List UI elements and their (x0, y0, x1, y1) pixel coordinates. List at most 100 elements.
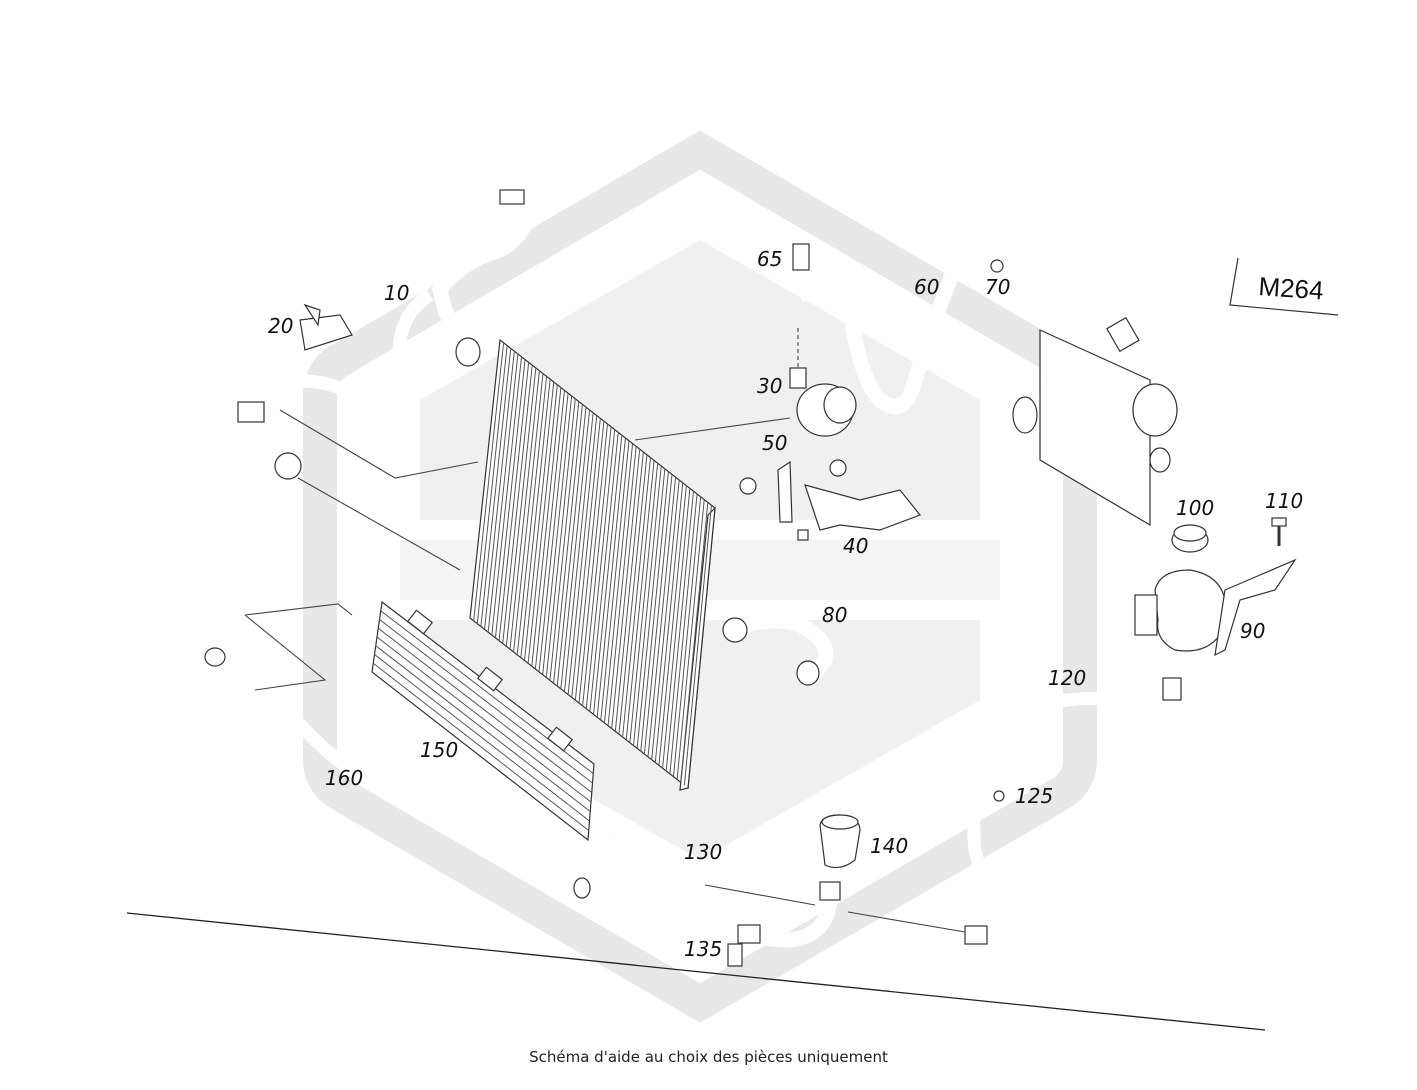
pump-140 (819, 814, 861, 869)
radiator-fin (473, 342, 505, 621)
radiator-fin (491, 356, 522, 636)
bracket-40 (797, 484, 921, 541)
expansion-tank-90 (1134, 558, 1297, 657)
sensor-65 (792, 243, 810, 271)
part-label-160: 160 (325, 766, 363, 790)
charge-air-cooler (1012, 329, 1178, 527)
radiator-fin (538, 393, 569, 672)
radiator-fin (629, 463, 659, 743)
part-label-70: 70 (985, 275, 1010, 299)
radiator-fin (498, 362, 530, 641)
radiator-fin (662, 488, 691, 769)
part-label-20: 20 (268, 314, 293, 338)
radiator-fin (676, 499, 705, 780)
radiator-fin (647, 477, 677, 757)
radiator-fin (502, 365, 533, 644)
hose-120 (964, 677, 1182, 945)
radiator-fin (516, 376, 548, 655)
part-label-80: 80 (822, 603, 847, 627)
screw-70 (990, 259, 1004, 273)
radiator-fin (680, 502, 709, 783)
radiator-fin (571, 418, 601, 698)
radiator-fin (651, 479, 680, 760)
part-label-110: 110 (1265, 489, 1303, 513)
radiator-fin (672, 496, 702, 777)
radiator-fin (665, 491, 694, 772)
part-label-30: 30 (757, 374, 782, 398)
part-label-135: 135 (684, 937, 722, 961)
radiator-fin (556, 407, 587, 687)
radiator-fin (600, 440, 630, 721)
radiator-fin (520, 379, 551, 658)
radiator-fin (582, 426, 612, 706)
main-radiator (469, 338, 716, 791)
radiator-fin (683, 505, 712, 786)
radiator-fin (658, 485, 687, 766)
radiator-fin (603, 443, 634, 723)
radiator-fin (618, 454, 648, 735)
radiator-fin (377, 627, 593, 793)
radiator-fin (542, 395, 573, 675)
radiator-fin (574, 421, 605, 701)
part-label-10: 10 (384, 281, 409, 305)
radiator-fin (607, 446, 637, 726)
radiator-fin (476, 345, 508, 624)
radiator-fin (596, 437, 626, 718)
radiator-fin (376, 636, 592, 803)
leader-lines (244, 328, 966, 933)
radiator-fin (545, 398, 576, 678)
radiator-fin (494, 359, 526, 638)
hose-160 (204, 647, 591, 907)
radiator-fin (654, 482, 684, 763)
part-label-125: 125 (1015, 784, 1053, 808)
hose-10 (237, 189, 532, 480)
radiator-fin (487, 353, 519, 633)
part-label-130: 130 (684, 840, 722, 864)
engine-code-frame (1229, 257, 1339, 316)
part-label-60: 60 (914, 275, 939, 299)
radiator-fin (534, 390, 565, 670)
part-label-150: 150 (420, 738, 458, 762)
radiator-fin (527, 384, 558, 664)
radiator-fin (513, 373, 544, 653)
radiator-fin (622, 457, 651, 738)
cap-100 (1171, 524, 1209, 553)
radiator-fin (636, 468, 666, 749)
hose-130 (611, 828, 841, 948)
engine-code: M264 (1258, 271, 1325, 305)
diagram-caption: Schéma d'aide au choix des pièces unique… (529, 1048, 888, 1066)
radiator-fin (585, 429, 616, 709)
radiator-fin (375, 645, 591, 812)
radiator-fin (379, 619, 593, 784)
part-label-65: 65 (757, 247, 782, 271)
part-label-40: 40 (843, 534, 868, 558)
part-label-90: 90 (1240, 619, 1265, 643)
radiator-fin (640, 471, 669, 752)
bracket-50 (739, 459, 847, 523)
radiator-fin (553, 404, 583, 684)
radiator-fin (593, 435, 623, 715)
radiator-fin (509, 370, 540, 650)
auxiliary-cooler (371, 600, 595, 842)
radiator-fin (505, 367, 537, 647)
radiator-fin (563, 412, 594, 692)
part-label-50: 50 (762, 431, 787, 455)
ground-line (126, 912, 1266, 1031)
radiator-fin (578, 423, 608, 704)
radiator-fin (560, 409, 591, 689)
radiator-fin (625, 460, 655, 740)
part-label-120: 120 (1048, 666, 1086, 690)
radiator-fin (484, 351, 515, 630)
radiator-fin (567, 415, 598, 695)
part-label-100: 100 (1176, 496, 1214, 520)
radiator-fin (480, 348, 512, 627)
radiator-fin (531, 387, 562, 667)
radiator-fin (611, 449, 641, 729)
radiator-fin (372, 662, 590, 831)
radiator-fin (614, 451, 644, 732)
clip-20 (299, 303, 353, 351)
electric-pump-30 (789, 367, 857, 437)
radiator-fin (669, 493, 698, 774)
hose-80 (722, 613, 834, 686)
